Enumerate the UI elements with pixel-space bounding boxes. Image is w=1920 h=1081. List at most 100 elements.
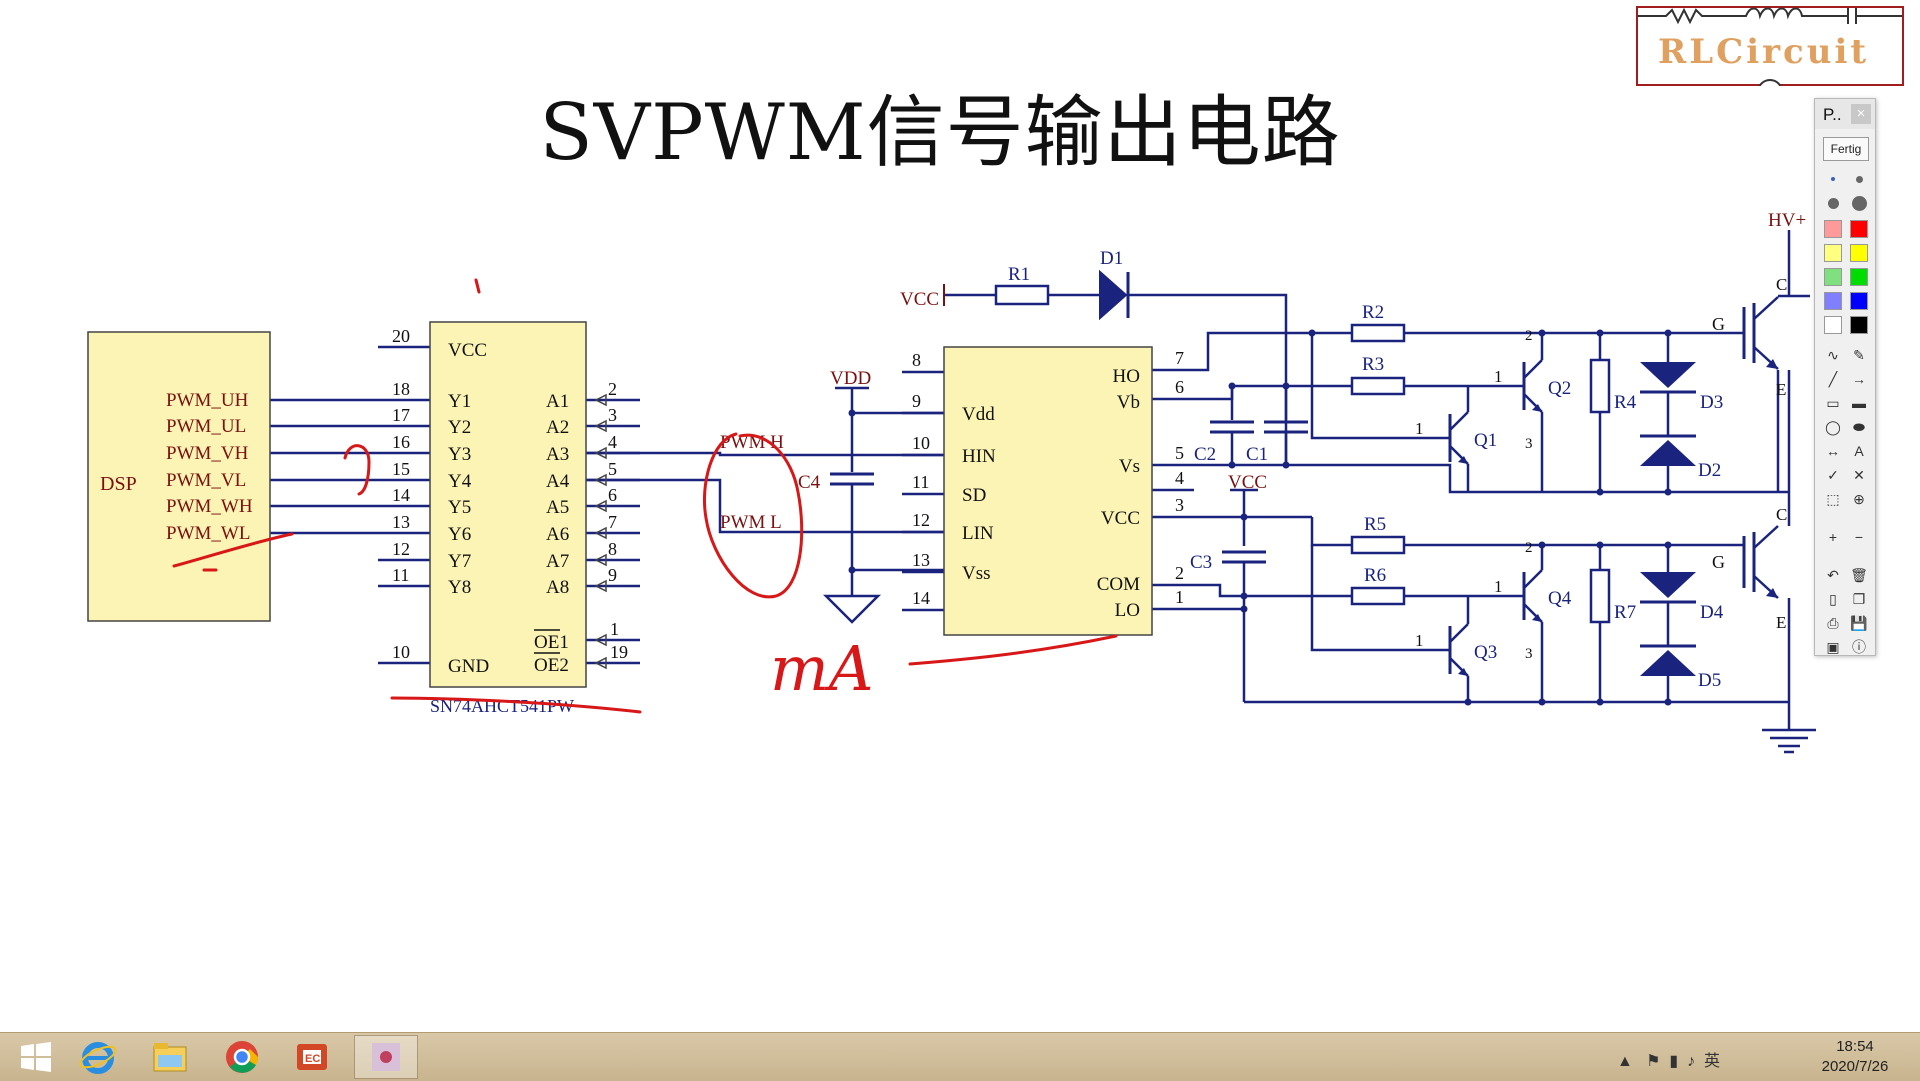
ime-indicator[interactable]: 英 [1703, 1053, 1720, 1070]
new-page-icon[interactable]: ▯ [1829, 590, 1837, 607]
copy-icon[interactable]: ❐ [1852, 590, 1866, 607]
color-swatch[interactable] [1848, 219, 1870, 239]
file-explorer-button[interactable] [138, 1035, 202, 1079]
print-icon[interactable]: ⎙ [1827, 614, 1839, 631]
double-arrow-icon[interactable]: ↔ [1826, 443, 1840, 459]
info-icon[interactable]: ⓘ [1852, 639, 1866, 655]
internet-explorer-button[interactable] [66, 1035, 130, 1079]
filled-ellipse-icon[interactable]: ⬬ [1853, 418, 1865, 435]
pen-size-large[interactable] [1822, 193, 1844, 213]
color-swatch[interactable] [1822, 315, 1844, 335]
junction-dot [1240, 513, 1248, 521]
ink-stroke [343, 444, 371, 496]
q2-collector [1523, 359, 1543, 379]
buffer-a-label: A2 [546, 417, 569, 438]
flag-icon[interactable]: ⚑ [1646, 1053, 1661, 1070]
buffer-gnd-label: GND [448, 656, 489, 677]
color-swatch[interactable] [1848, 291, 1870, 311]
pen-size-small[interactable] [1822, 169, 1844, 189]
undo-icon[interactable]: ↶ [1827, 566, 1839, 583]
pen-tool-button[interactable] [354, 1035, 418, 1079]
dsp-label: DSP [100, 473, 137, 495]
filled-rectangle-icon[interactable]: ▬ [1852, 395, 1866, 411]
cross-icon[interactable]: ✕ [1853, 466, 1865, 483]
eraser-icon[interactable]: ✎ [1853, 346, 1865, 363]
ink-underline-part [390, 696, 642, 714]
driver-right-pin: 7 [1175, 348, 1184, 368]
select-tool-icon[interactable]: ⬚ [1826, 490, 1840, 507]
junction-dot [848, 566, 856, 574]
q4-label: Q4 [1548, 588, 1572, 609]
start-button[interactable] [4, 1035, 68, 1079]
pen-tool-palette[interactable]: P.. × Fertig ∿ ✎ ╱ → ▭ ▬ ◯ ⬬ ↔ A ✓ ✕ ⬚ ⊕ +− ↶ 🗑 ▯ ❐ ⎙ 💾 ▣ ⓘ [1814, 98, 1876, 656]
input-arrow [594, 553, 607, 567]
line-tool-icon[interactable]: ╱ [1828, 370, 1838, 387]
buffer-a-pin: 4 [608, 432, 617, 452]
junction-dot [1664, 329, 1672, 337]
clock[interactable]: 18:54 2020/7/26 [1810, 1037, 1900, 1077]
show-hidden-icons-icon[interactable]: ▲ [1616, 1053, 1633, 1070]
text-tool-icon[interactable]: A [1854, 443, 1864, 459]
save-icon[interactable]: 💾 [1850, 614, 1868, 631]
ellipse-tool-icon[interactable]: ◯ [1825, 418, 1841, 435]
color-swatch[interactable] [1822, 267, 1844, 287]
network-icon[interactable]: ▮ [1669, 1053, 1679, 1070]
r2-label: R2 [1362, 302, 1384, 323]
delete-icon[interactable]: 🗑 [1850, 566, 1868, 583]
color-swatch-fill [1824, 292, 1842, 310]
junction-dot [1282, 461, 1290, 469]
zoom-in-icon[interactable]: + [1828, 529, 1838, 545]
ink-underline-pwm [172, 532, 294, 568]
color-swatch-fill [1850, 244, 1868, 262]
color-swatch[interactable] [1822, 243, 1844, 263]
arrow-tool-icon[interactable]: → [1852, 371, 1866, 387]
chrome-button[interactable] [210, 1035, 274, 1079]
junction-dot [1596, 329, 1604, 337]
pen-size-xlarge[interactable] [1848, 193, 1870, 213]
buffer-a-label: A1 [546, 391, 569, 412]
ink-tick [474, 278, 481, 294]
junction-dot [1596, 698, 1604, 706]
vcc-label: VCC [900, 289, 939, 310]
hv-label: HV+ [1768, 210, 1806, 231]
driver-left-pin: 12 [912, 510, 930, 530]
color-swatch[interactable] [1822, 219, 1844, 239]
rectangle-tool-icon[interactable]: ▭ [1826, 394, 1840, 411]
driver-left-label: HIN [962, 446, 996, 467]
junction-dot [1282, 382, 1290, 390]
ho-net [1194, 331, 1352, 372]
r1-label: R1 [1008, 264, 1030, 285]
buffer-y-pin: 17 [392, 405, 410, 425]
buffer-a-pin: 5 [608, 459, 617, 479]
q4-pin-b: 1 [1494, 577, 1503, 596]
check-icon[interactable]: ✓ [1827, 466, 1839, 483]
input-arrow [594, 446, 607, 460]
screenshot-icon[interactable]: ▣ [1826, 638, 1840, 655]
buffer-y-label: Y7 [448, 551, 471, 572]
input-arrow [594, 579, 607, 593]
zoom-out-icon[interactable]: − [1854, 529, 1864, 545]
igbt-bottom-collector [1753, 525, 1779, 549]
freehand-pen-icon[interactable]: ∿ [1827, 346, 1839, 363]
taskbar: EC ▲ ⚑ ▮ ♪ 英 18:54 2020/7/26 [0, 1032, 1920, 1081]
zoom-tool-icon[interactable]: ⊕ [1853, 490, 1865, 507]
clock-date: 2020/7/26 [1821, 1058, 1889, 1075]
volume-icon[interactable]: ♪ [1687, 1053, 1696, 1070]
dsp-output-label: PWM_UL [166, 416, 246, 437]
color-swatch-fill [1850, 292, 1868, 310]
presentation-app-button[interactable]: EC [280, 1035, 344, 1079]
pen-size-medium[interactable] [1848, 169, 1870, 189]
buffer-y-label: Y3 [448, 444, 471, 465]
internet-explorer-icon [79, 1042, 117, 1074]
resistor [1350, 376, 1406, 396]
color-swatch[interactable] [1848, 315, 1870, 335]
color-swatch[interactable] [1848, 243, 1870, 263]
done-button[interactable]: Fertig [1823, 137, 1869, 161]
ink-underline-driver [908, 634, 1118, 666]
palette-header[interactable]: P.. × [1815, 99, 1875, 129]
junction-dot [1240, 605, 1248, 613]
q3-arrow [1458, 668, 1468, 676]
close-icon[interactable]: × [1851, 104, 1871, 124]
color-swatch[interactable] [1848, 267, 1870, 287]
color-swatch[interactable] [1822, 291, 1844, 311]
